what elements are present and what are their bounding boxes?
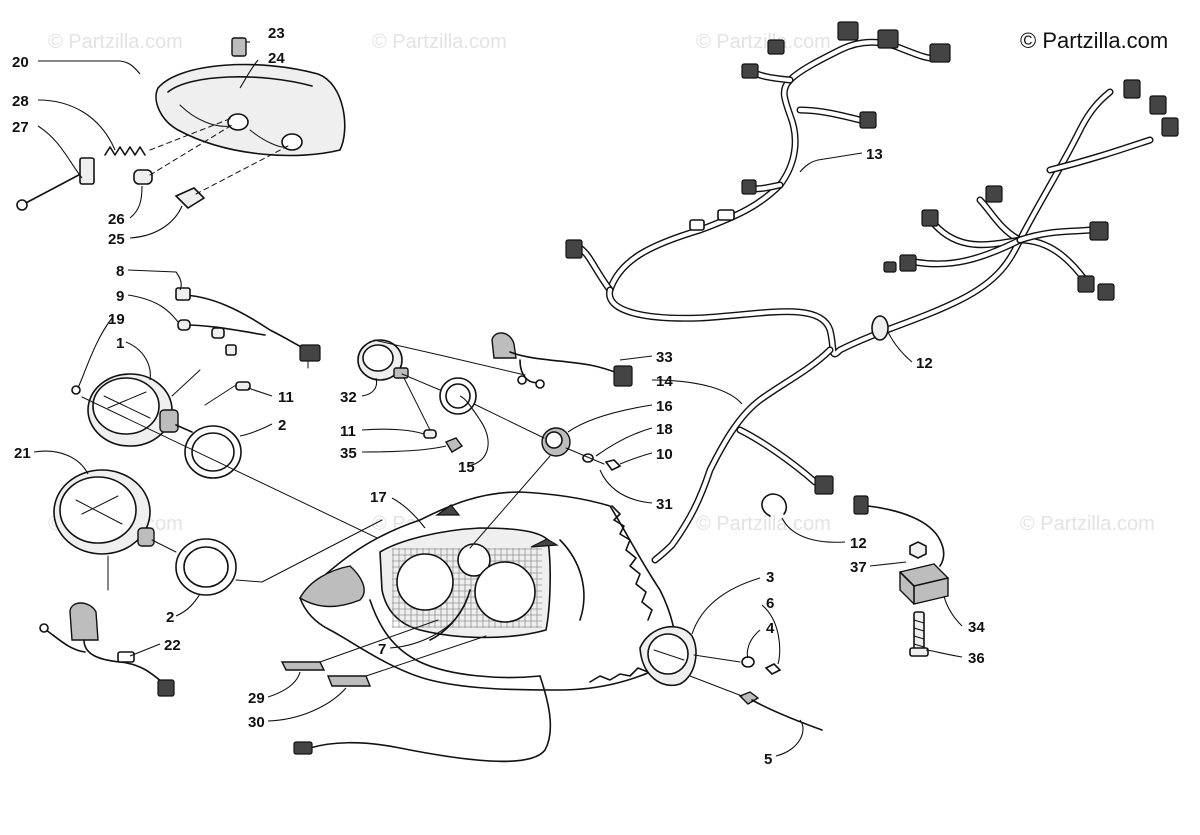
part-label-31: 31 [656, 496, 673, 513]
part-label-25: 25 [108, 231, 125, 248]
headlight-assembly [16, 37, 346, 211]
part-label-19: 19 [108, 311, 125, 328]
part-label-9: 9 [116, 288, 124, 305]
watermark-text: © Partzilla.com [1020, 513, 1155, 535]
part-label-23: 23 [268, 25, 285, 42]
copyright-text: © Partzilla.com [1020, 28, 1168, 53]
decal-pieces [280, 619, 487, 687]
part-label-32: 32 [340, 389, 357, 406]
part-label-36: 36 [968, 650, 985, 667]
part-label-2: 2 [278, 417, 286, 434]
part-label-28: 28 [12, 93, 29, 110]
wiring-harness-14 [606, 79, 1179, 564]
right-hardware [639, 493, 949, 731]
part-label-13: 13 [866, 146, 883, 163]
part-label-24: 24 [268, 50, 285, 67]
part-label-10: 10 [656, 446, 673, 463]
part-label-27: 27 [12, 119, 29, 136]
part-label-4: 4 [766, 620, 775, 637]
part-labels: 20 23 24 28 27 26 25 8 9 19 1 11 2 21 2 … [12, 25, 985, 768]
part-label-16: 16 [656, 398, 673, 415]
part-label-3: 3 [766, 569, 774, 586]
part-label-12: 12 [916, 355, 933, 372]
part-label-30: 30 [248, 714, 265, 731]
gauge-1-assembly [71, 287, 441, 569]
small-gauge-assembly [357, 332, 633, 549]
part-label-29: 29 [248, 690, 265, 707]
watermark-text: © Partzilla.com [696, 31, 831, 53]
part-label-17: 17 [370, 489, 387, 506]
part-label-8: 8 [116, 263, 124, 280]
part-label-7: 7 [378, 641, 386, 658]
part-label-34: 34 [968, 619, 985, 636]
part-label-20: 20 [12, 54, 29, 71]
part-label-12: 12 [850, 535, 867, 552]
part-label-14: 14 [656, 373, 673, 390]
part-label-22: 22 [164, 637, 181, 654]
part-label-15: 15 [458, 459, 475, 476]
wiring-harness-13 [565, 21, 951, 294]
leader-lines [33, 41, 963, 757]
part-label-5: 5 [764, 751, 772, 768]
watermark-text: © Partzilla.com [48, 31, 183, 53]
part-label-18: 18 [656, 421, 673, 438]
gauge-21-assembly [39, 469, 383, 697]
part-label-11: 11 [340, 423, 356, 440]
part-label-21: 21 [14, 445, 31, 462]
part-label-11: 11 [278, 389, 294, 406]
dash-pod [293, 491, 677, 763]
part-label-1: 1 [116, 335, 124, 352]
part-label-37: 37 [850, 559, 867, 576]
part-label-26: 26 [108, 211, 125, 228]
watermark-text: © Partzilla.com [696, 513, 831, 535]
part-label-6: 6 [766, 595, 774, 612]
part-label-35: 35 [340, 445, 357, 462]
part-label-33: 33 [656, 349, 673, 366]
watermark-text: © Partzilla.com [372, 31, 507, 53]
part-label-2: 2 [166, 609, 174, 626]
